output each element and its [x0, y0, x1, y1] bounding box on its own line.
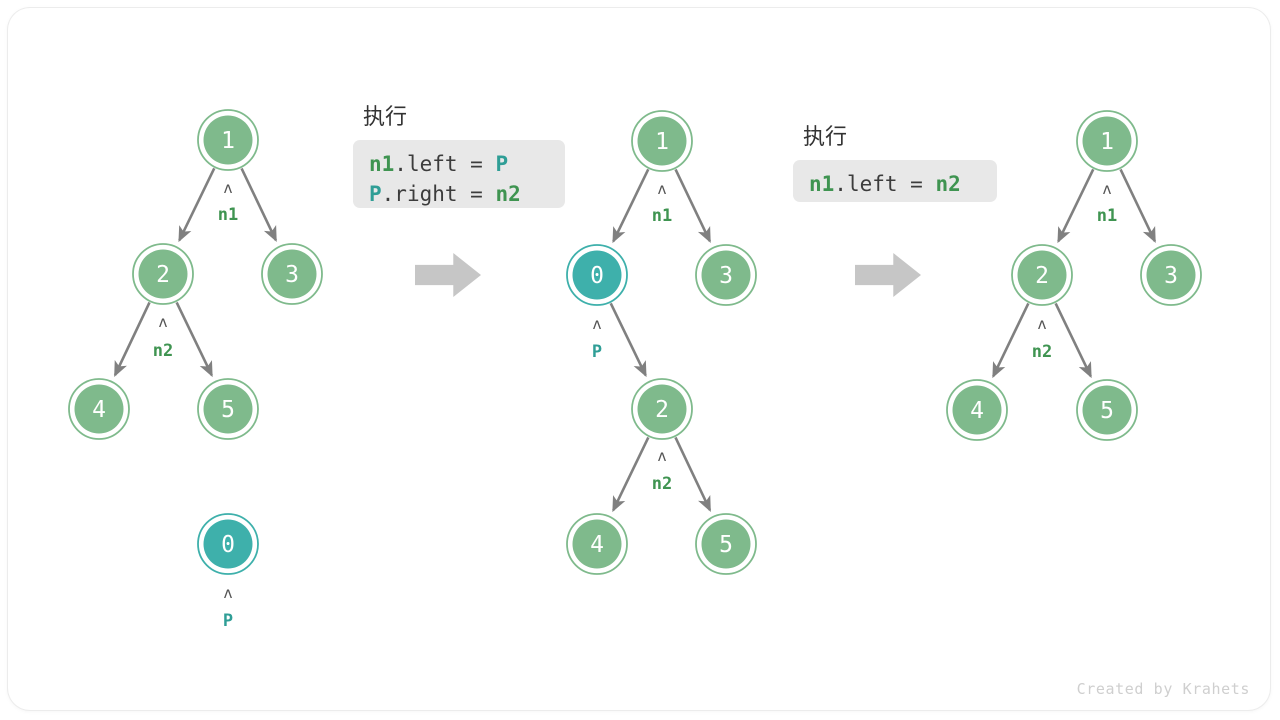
- node-value: 3: [1164, 263, 1178, 289]
- code-line: P.right = n2: [369, 180, 549, 210]
- pointer-caret-icon: ʌ: [223, 584, 232, 602]
- tree-edge: [113, 301, 151, 377]
- code-snippet: n1.left = n2: [793, 160, 997, 202]
- tree-node[interactable]: 4: [946, 379, 1008, 441]
- node-value: 5: [1100, 398, 1114, 424]
- pointer-caret-icon: ʌ: [1102, 180, 1111, 198]
- pointer-label: P: [592, 342, 602, 362]
- node-value: 5: [221, 397, 235, 423]
- code-line: n1.left = P: [369, 150, 549, 180]
- pointer-caret-icon: ʌ: [592, 315, 601, 333]
- tree-edge: [992, 302, 1030, 379]
- tree-edge: [674, 436, 712, 512]
- tree-node[interactable]: 2: [1011, 244, 1073, 306]
- code-token: n1: [809, 172, 835, 196]
- tree-node[interactable]: 3: [261, 243, 323, 305]
- tree-edge: [612, 436, 650, 513]
- tree-edge: [1119, 168, 1157, 244]
- exec-label: 执行: [363, 105, 408, 130]
- node-value: 0: [221, 532, 235, 558]
- tree-node[interactable]: 2: [631, 378, 693, 440]
- node-value: 1: [1100, 129, 1114, 155]
- pointer-caret-icon: ʌ: [223, 179, 232, 197]
- tree-node[interactable]: 0: [566, 244, 628, 306]
- node-value: 3: [719, 263, 733, 289]
- tree-node[interactable]: 5: [695, 513, 757, 575]
- tree-edge: [1057, 168, 1095, 244]
- pointer-label: n1: [218, 205, 238, 225]
- tree-node[interactable]: 4: [566, 513, 628, 575]
- tree-edges: [113, 167, 1157, 513]
- tree-node[interactable]: 2: [132, 243, 194, 305]
- node-value: 1: [655, 129, 669, 155]
- code-token: n2: [935, 172, 961, 196]
- pointer-label: n2: [153, 341, 173, 361]
- pointer-label: n2: [652, 474, 672, 494]
- tree-node[interactable]: 4: [68, 378, 130, 440]
- pointer-caret-icon: ʌ: [158, 313, 167, 331]
- pointer-label: P: [223, 611, 233, 631]
- code-token: n2: [495, 181, 521, 206]
- code-token: P: [495, 152, 509, 176]
- pointer-label: n1: [1097, 206, 1117, 226]
- pointer-caret-icon: ʌ: [657, 180, 666, 198]
- watermark-credit: Created by Krahets: [1076, 680, 1250, 698]
- code-token: .left =: [394, 152, 496, 176]
- node-value: 2: [655, 397, 669, 423]
- tree-node[interactable]: 5: [1076, 379, 1138, 441]
- tree-node[interactable]: 0: [197, 513, 259, 575]
- tree-edge: [612, 168, 650, 244]
- transition-arrows: [415, 253, 921, 297]
- tree-node[interactable]: 1: [1076, 110, 1138, 172]
- transition-arrow-icon: [855, 253, 921, 297]
- node-value: 3: [285, 262, 299, 288]
- node-value: 1: [221, 128, 235, 154]
- node-value: 0: [590, 263, 604, 289]
- tree-node[interactable]: 5: [197, 378, 259, 440]
- code-line: n1.left = n2: [809, 170, 981, 200]
- tree-node[interactable]: 1: [631, 110, 693, 172]
- tree-edge: [240, 167, 278, 243]
- code-token: .right =: [381, 181, 496, 206]
- tree-edge: [175, 301, 213, 378]
- tree-node[interactable]: 3: [1140, 244, 1202, 306]
- node-value: 4: [590, 532, 604, 558]
- pointer-caret-icon: ʌ: [1037, 315, 1046, 333]
- tree-node[interactable]: 1: [197, 109, 259, 171]
- tree-node[interactable]: 3: [695, 244, 757, 306]
- pointer-label: n2: [1032, 342, 1052, 362]
- node-value: 4: [92, 397, 106, 423]
- tree-edge: [178, 167, 216, 243]
- node-value: 2: [1035, 263, 1049, 289]
- node-value: 5: [719, 532, 733, 558]
- tree-edge: [674, 168, 712, 244]
- code-token: .left =: [834, 172, 936, 196]
- transition-arrow-icon: [415, 253, 481, 297]
- tree-edge: [1054, 302, 1092, 379]
- node-value: 4: [970, 398, 984, 424]
- code-token: P: [369, 181, 382, 206]
- exec-label: 执行: [803, 125, 848, 150]
- pointer-caret-icon: ʌ: [657, 447, 666, 465]
- node-value: 2: [156, 262, 170, 288]
- tree-edge: [609, 302, 647, 378]
- code-token: n1: [369, 152, 395, 176]
- pointer-label: n1: [652, 206, 672, 226]
